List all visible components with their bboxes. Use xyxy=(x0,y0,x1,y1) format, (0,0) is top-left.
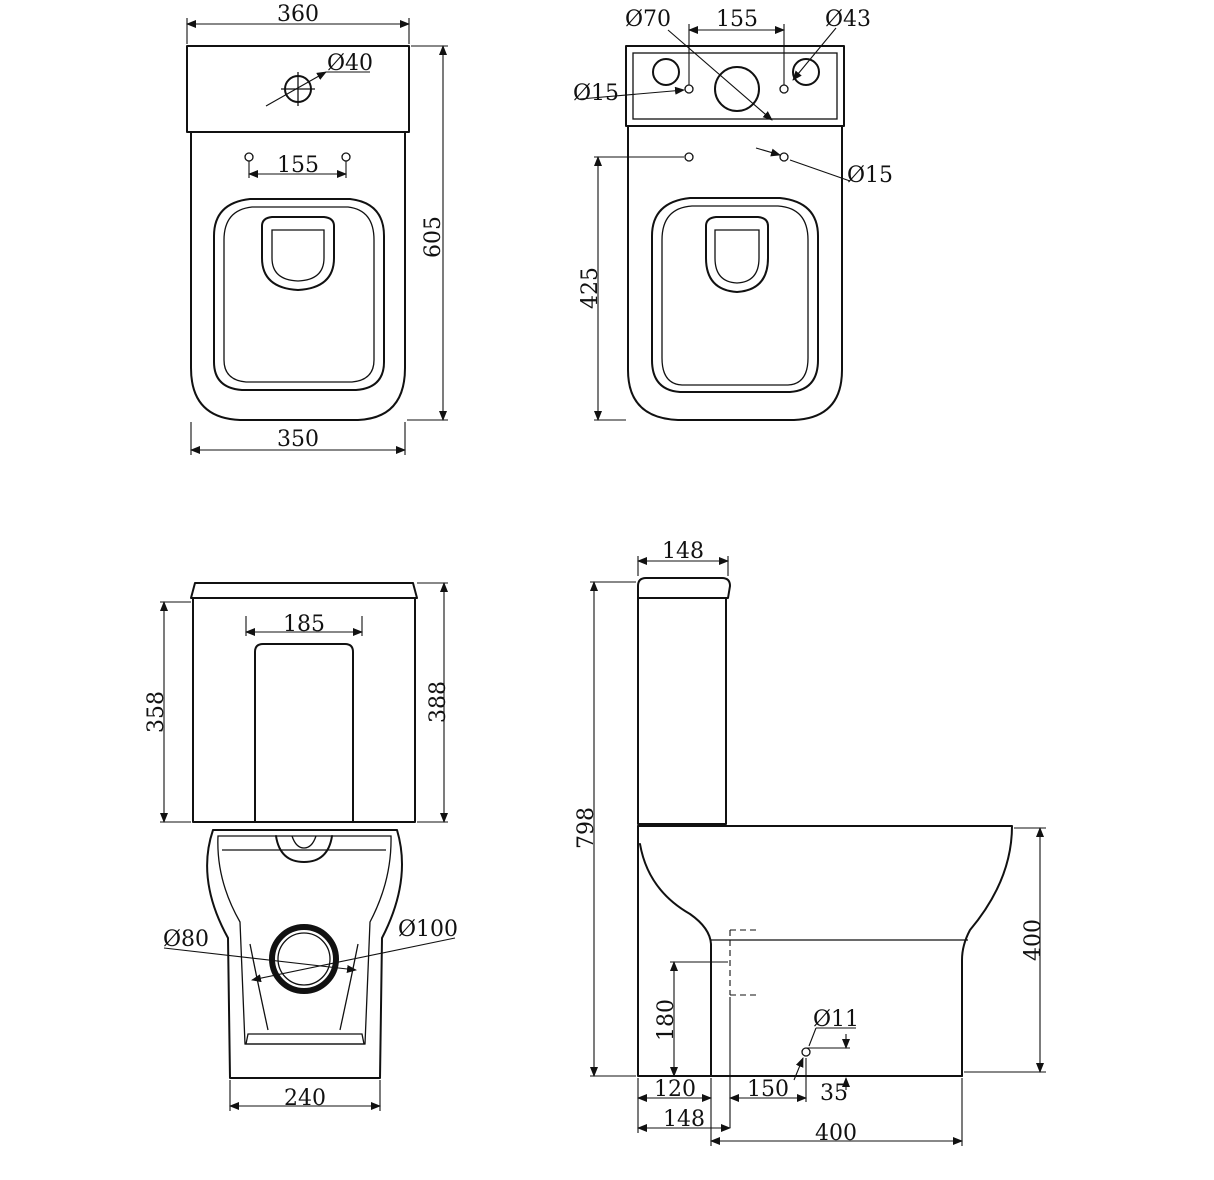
dim-dia-80: Ø80 xyxy=(163,927,209,952)
dim-240: 240 xyxy=(284,1086,326,1111)
dim-185: 185 xyxy=(283,612,325,637)
rear-view-dimensions: 155 Ø70 Ø43 Ø15 Ø15 425 xyxy=(573,7,893,421)
dim-dia-11: Ø11 xyxy=(813,1007,859,1032)
dim-180: 180 xyxy=(654,999,679,1041)
top-view-outline xyxy=(186,45,410,421)
dim-148-tank: 148 xyxy=(662,539,704,564)
dim-155-rear: 155 xyxy=(716,7,758,32)
dim-400-height: 400 xyxy=(1021,919,1046,961)
dim-358: 358 xyxy=(144,691,169,733)
dim-798: 798 xyxy=(574,807,599,849)
front-view-outline xyxy=(190,582,418,1079)
dim-388: 388 xyxy=(426,681,451,723)
dim-35: 35 xyxy=(820,1081,848,1106)
dim-dia-43: Ø43 xyxy=(825,7,871,32)
top-view: 360 Ø40 155 605 350 xyxy=(186,2,448,455)
dim-605: 605 xyxy=(421,216,446,258)
dim-dia-40: Ø40 xyxy=(327,51,373,76)
dim-155: 155 xyxy=(277,153,319,178)
dim-360: 360 xyxy=(277,2,319,27)
dim-dia-15-left: Ø15 xyxy=(573,81,619,106)
front-view-dimensions: 185 358 388 Ø80 Ø100 240 xyxy=(144,582,458,1111)
rear-view: 155 Ø70 Ø43 Ø15 Ø15 425 xyxy=(573,7,893,421)
dim-400-width: 400 xyxy=(815,1121,857,1146)
dim-dia-100: Ø100 xyxy=(398,917,458,942)
dim-dia-15-right: Ø15 xyxy=(847,163,893,188)
rear-view-outline xyxy=(625,45,845,421)
dim-425: 425 xyxy=(578,267,603,309)
dim-150: 150 xyxy=(747,1077,789,1102)
dim-148-bottom: 148 xyxy=(663,1107,705,1132)
front-view: 185 358 388 Ø80 Ø100 240 xyxy=(144,582,458,1111)
dim-dia-70: Ø70 xyxy=(625,7,671,32)
side-view-outline xyxy=(637,577,1013,1077)
side-view-dimensions: 148 798 400 180 Ø11 120 xyxy=(574,539,1046,1146)
dim-120: 120 xyxy=(654,1077,696,1102)
top-view-dimensions: 360 Ø40 155 605 350 xyxy=(186,2,448,455)
dim-350: 350 xyxy=(277,427,319,452)
side-view: 148 798 400 180 Ø11 120 xyxy=(574,539,1046,1146)
